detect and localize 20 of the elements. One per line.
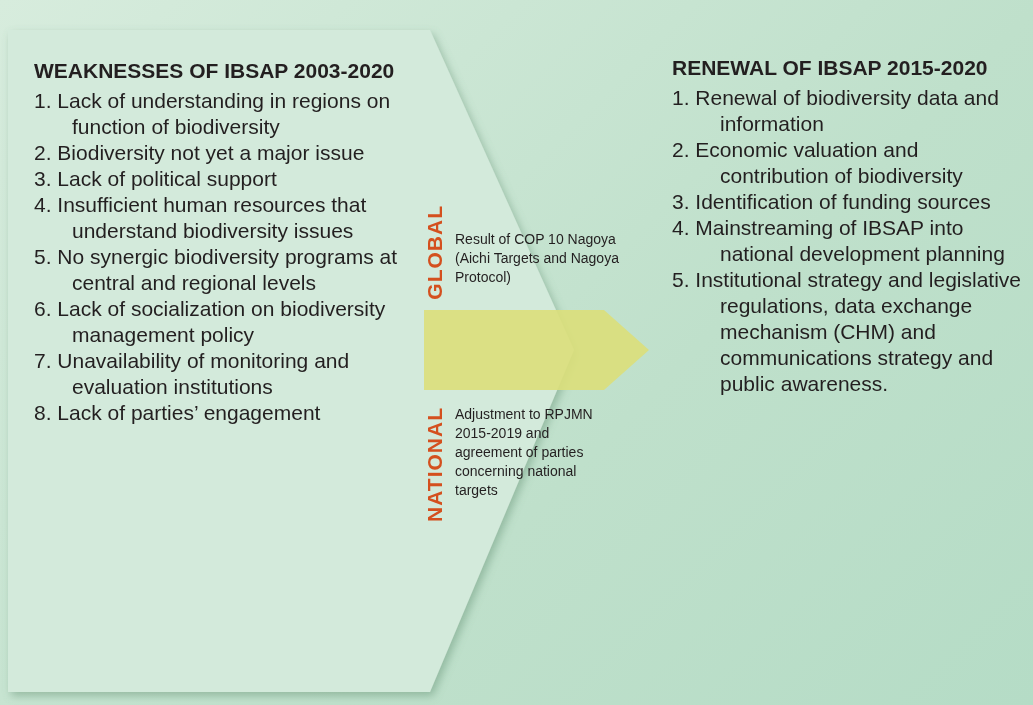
list-item: 2. Economic valuation and contribution of biodiversity	[672, 137, 964, 189]
list-item: 4. Mainstreaming of IBSAP into national development planning	[672, 215, 1006, 267]
heading: WEAKNESSES OF IBSAP 2003-2020	[34, 58, 396, 84]
note-text: Result of COP 10 Nagoya (Aichi Targets and Nagoya Protocol)	[455, 230, 620, 287]
heading: RENEWAL OF IBSAP 2015-2020	[672, 55, 989, 81]
region-label: GLOBAL	[423, 205, 447, 300]
arrow	[424, 310, 649, 390]
list-item: 2. Biodiversity not yet a major issue	[34, 140, 366, 166]
list-item: 3. Identification of funding sources	[672, 189, 992, 215]
list-item: 1. Renewal of biodiversity data and information	[672, 85, 1000, 137]
list-item: 3. Lack of political support	[34, 166, 278, 192]
list-item: 1. Lack of understanding in regions on function of biodiversity	[34, 88, 392, 140]
list-item: 5. No synergic biodiversity programs at central and regional levels	[34, 244, 398, 296]
list-item: 8. Lack of parties’ engagement	[34, 400, 322, 426]
region-label: NATIONAL	[423, 407, 447, 522]
list-item: 4. Insufficient human resources that understand biodiversity issues	[34, 192, 368, 244]
list-item: 5. Institutional strategy and legislative regulations, data exchange mechanism (CHM) and communications strategy and public awareness.	[672, 267, 1022, 397]
list-item: 7. Unavailability of monitoring and evaluation institutions	[34, 348, 351, 400]
note-text: Adjustment to RPJMN 2015-2019 and agreement of parties concerning national targets	[455, 405, 594, 500]
list-item: 6. Lack of socialization on biodiversity management policy	[34, 296, 387, 348]
